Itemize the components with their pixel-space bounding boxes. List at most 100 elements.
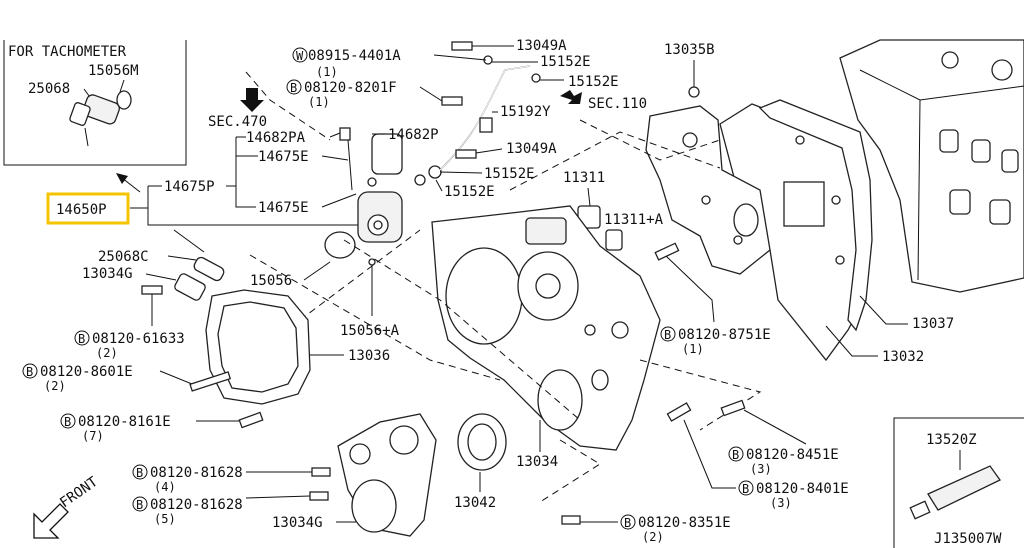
b-prefix: B <box>26 365 33 379</box>
label-13042[interactable]: 13042 <box>454 495 496 511</box>
b-prefix: B <box>732 448 739 462</box>
label-15056[interactable]: 15056 <box>250 273 292 289</box>
label-14650P[interactable]: 14650P <box>56 202 107 218</box>
pump-assembly-drawing <box>324 127 442 259</box>
qty-8351E: (2) <box>642 530 664 544</box>
label-13520Z[interactable]: 13520Z <box>926 432 977 448</box>
qty-81628-b: (5) <box>154 512 176 526</box>
bolt-61633 <box>141 285 163 295</box>
b-prefix: B <box>742 482 749 496</box>
label-15152E-c[interactable]: 15152E <box>484 166 535 182</box>
label-15056A[interactable]: 15056+A <box>340 323 400 339</box>
bolt-8751E <box>654 242 680 261</box>
label-13049A-b[interactable]: 13049A <box>506 141 557 157</box>
w-prefix: W <box>296 49 304 63</box>
label-08120-8451E[interactable]: 08120-8451E <box>746 447 839 463</box>
label-sec470[interactable]: SEC.470 <box>208 114 267 130</box>
front-direction-arrow <box>33 503 69 539</box>
bolt-8451E <box>720 399 746 417</box>
qty-8751E: (1) <box>682 342 704 356</box>
label-08120-8751E[interactable]: 08120-8751E <box>678 327 771 343</box>
arrow-to-inset <box>116 173 141 193</box>
label-08120-8201F[interactable]: 08120-8201F <box>304 80 397 96</box>
sec110-arrow <box>560 90 582 104</box>
tachometer-inset: FOR TACHOMETER 15056M 25068 <box>3 40 187 166</box>
label-08120-8161E[interactable]: 08120-8161E <box>78 414 171 430</box>
label-08915-4401A[interactable]: 08915-4401A <box>308 48 401 64</box>
bolt-81628-a <box>311 467 331 477</box>
qty-8601E: (2) <box>44 379 66 393</box>
b-prefix: B <box>136 498 143 512</box>
front-cover-13034-drawing <box>431 205 661 451</box>
label-15192Y[interactable]: 15192Y <box>500 104 551 120</box>
bolt-8161E <box>238 411 264 429</box>
label-14675E-b[interactable]: 14675E <box>258 200 309 216</box>
label-13034[interactable]: 13034 <box>516 454 558 470</box>
b-marker-8161E <box>60 413 76 429</box>
b-marker-61633 <box>74 330 90 346</box>
gasket-13034G-a <box>174 273 206 301</box>
oil-pipe-drawing <box>439 41 541 171</box>
label-15152E-d[interactable]: 15152E <box>444 184 495 200</box>
label-13036[interactable]: 13036 <box>348 348 390 364</box>
b-prefix: B <box>78 332 85 346</box>
b-prefix: B <box>136 466 143 480</box>
label-14675P[interactable]: 14675P <box>164 179 215 195</box>
b-marker-8751E <box>660 326 676 342</box>
qty-08915: (1) <box>316 65 338 79</box>
qty-61633: (2) <box>96 346 118 360</box>
sec470-arrow <box>240 88 264 112</box>
label-15056M: 15056M <box>88 63 139 79</box>
bolt-8401E <box>666 402 692 422</box>
label-14675E-a[interactable]: 14675E <box>258 149 309 165</box>
engine-block-drawing <box>839 39 1024 293</box>
pin-25068C <box>173 229 205 253</box>
oil-seal-13042-drawing <box>457 413 507 471</box>
label-15152E-a[interactable]: 15152E <box>540 54 591 70</box>
label-13037[interactable]: 13037 <box>912 316 954 332</box>
qty-8401E: (3) <box>770 496 792 510</box>
b-marker-81628-a <box>132 464 148 480</box>
sealant-tube-drawing <box>909 465 1001 520</box>
sealant-inset: 13520Z J135007W <box>893 417 1024 548</box>
label-25068: 25068 <box>28 81 70 97</box>
lower-housing-drawing <box>309 413 437 537</box>
label-08120-8601E[interactable]: 08120-8601E <box>40 364 133 380</box>
label-11311A[interactable]: 11311+A <box>604 212 664 228</box>
b-prefix: B <box>64 415 71 429</box>
drawing-number: J135007W <box>934 531 1002 547</box>
label-08120-81628-a[interactable]: 08120-81628 <box>150 465 243 481</box>
bolt-8601E <box>189 371 232 392</box>
label-13035B[interactable]: 13035B <box>664 42 715 58</box>
highlight-14650P <box>46 192 130 225</box>
qty-8451E: (3) <box>750 462 772 476</box>
inset-title: FOR TACHOMETER <box>8 44 127 60</box>
gasket-13037-drawing <box>758 99 873 332</box>
label-08120-8401E[interactable]: 08120-8401E <box>756 481 849 497</box>
b-marker-8401E <box>738 480 754 496</box>
bolt-8351E <box>561 515 581 525</box>
label-25068C[interactable]: 25068C <box>98 249 149 265</box>
gasket-13036-drawing <box>205 289 311 405</box>
tachometer-sensor-drawing <box>69 90 132 147</box>
label-08120-81628-b[interactable]: 08120-81628 <box>150 497 243 513</box>
label-08120-61633[interactable]: 08120-61633 <box>92 331 185 347</box>
gasket-25068C <box>193 256 225 282</box>
label-13034G-b[interactable]: 13034G <box>272 515 323 531</box>
label-08120-8351E[interactable]: 08120-8351E <box>638 515 731 531</box>
label-14682PA[interactable]: 14682PA <box>246 130 306 146</box>
label-13034G-a[interactable]: 13034G <box>82 266 133 282</box>
b-marker-8601E <box>22 363 38 379</box>
label-11311[interactable]: 11311 <box>563 170 605 186</box>
label-13032[interactable]: 13032 <box>882 349 924 365</box>
b-marker-8451E <box>728 446 744 462</box>
label-14682P[interactable]: 14682P <box>388 127 439 143</box>
qty-8201F: (1) <box>308 95 330 109</box>
front-plate-drawing <box>645 105 771 275</box>
label-sec110[interactable]: SEC.110 <box>588 96 647 112</box>
label-13049A-a[interactable]: 13049A <box>516 38 567 54</box>
label-15152E-b[interactable]: 15152E <box>568 74 619 90</box>
qty-8161E: (7) <box>82 429 104 443</box>
